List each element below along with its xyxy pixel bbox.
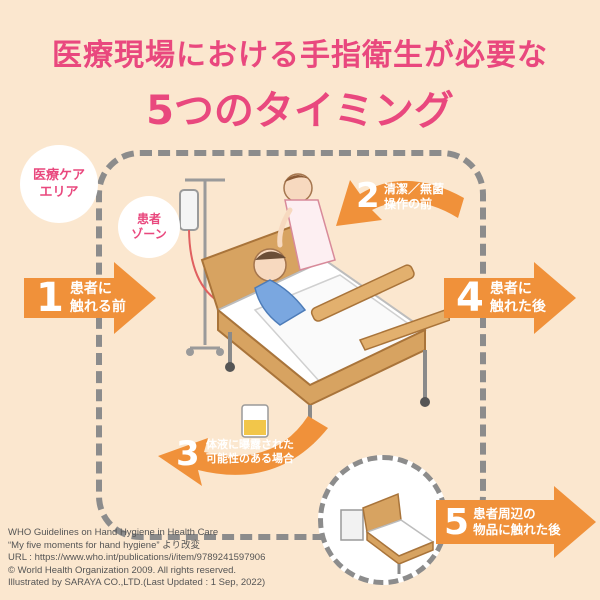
moment-4-label: 患者に 触れた後 (490, 280, 546, 316)
care-area-label-1: 医療ケア (32, 168, 85, 183)
small-bed-illustration (340, 492, 435, 574)
moment-5-line-2: 物品に触れた後 (473, 522, 561, 537)
credits: WHO Guidelines on Hand Hygiene in Health… (8, 527, 265, 590)
moment-2-label: 清潔／無菌 操作の前 (384, 182, 444, 212)
moment-4-line-2: 触れた後 (489, 299, 546, 315)
moment-1-line-1: 患者に (69, 281, 112, 297)
moment-3-line-1: 体液に曝露された (206, 438, 294, 451)
moment-1-line-2: 触れる前 (69, 299, 126, 315)
care-area-badge: 医療ケア エリア (20, 145, 98, 223)
credit-line: Illustrated by SARAYA CO.,LTD.(Last Upda… (8, 577, 266, 588)
moment-3-arrow: 3 体液に曝露された 可能性のある場合 (158, 412, 330, 490)
moment-3-number: 3 (176, 434, 200, 474)
patient-surroundings-circle (318, 455, 448, 585)
title-line-2: 5つのタイミング (146, 88, 454, 134)
arrow-right-icon (444, 262, 576, 334)
moment-2-number: 2 (356, 176, 380, 216)
credit-line: “My five moments for hand hygiene” より改変 (8, 539, 200, 551)
curved-arrow-icon (336, 180, 464, 226)
moment-5-number: 5 (444, 501, 470, 543)
patient-zone-badge: 患者 ゾーン (118, 196, 180, 258)
moment-1-number: 1 (36, 275, 64, 321)
title-line-1: 医療現場における手指衛生が必要な (52, 38, 548, 73)
credit-line: URL : https://www.who.int/publications/i… (8, 552, 266, 563)
moment-2-line-2: 操作の前 (384, 197, 433, 211)
care-area-boundary (96, 150, 486, 540)
care-area-label-2: エリア (39, 185, 79, 200)
moment-5-arrow: 5 患者周辺の 物品に触れた後 (436, 486, 596, 558)
moment-2-arrow: 2 清潔／無菌 操作の前 (336, 168, 466, 238)
moment-1-arrow: 1 患者に 触れる前 (24, 262, 156, 334)
patient-zone-label-1: 患者 (136, 212, 161, 226)
credit-line: WHO Guidelines on Hand Hygiene in Health… (8, 527, 219, 538)
credit-line: © World Health Organization 2009. All ri… (8, 564, 237, 576)
moment-3-label: 体液に曝露された 可能性のある場合 (206, 438, 294, 466)
patient-zone-label-2: ゾーン (131, 227, 167, 241)
moment-1-label: 患者に 触れる前 (70, 280, 126, 316)
moment-5-line-1: 患者周辺の (473, 506, 536, 521)
arrow-right-icon (436, 486, 596, 558)
moment-4-arrow: 4 患者に 触れた後 (444, 262, 576, 334)
curved-arrow-icon (158, 416, 328, 486)
moment-4-line-1: 患者に (489, 281, 532, 297)
moment-3-line-2: 可能性のある場合 (206, 452, 294, 465)
moment-4-number: 4 (456, 275, 484, 321)
moment-2-line-1: 清潔／無菌 (384, 182, 445, 196)
moment-5-label: 患者周辺の 物品に触れた後 (473, 506, 561, 538)
arrow-right-icon (24, 262, 156, 334)
